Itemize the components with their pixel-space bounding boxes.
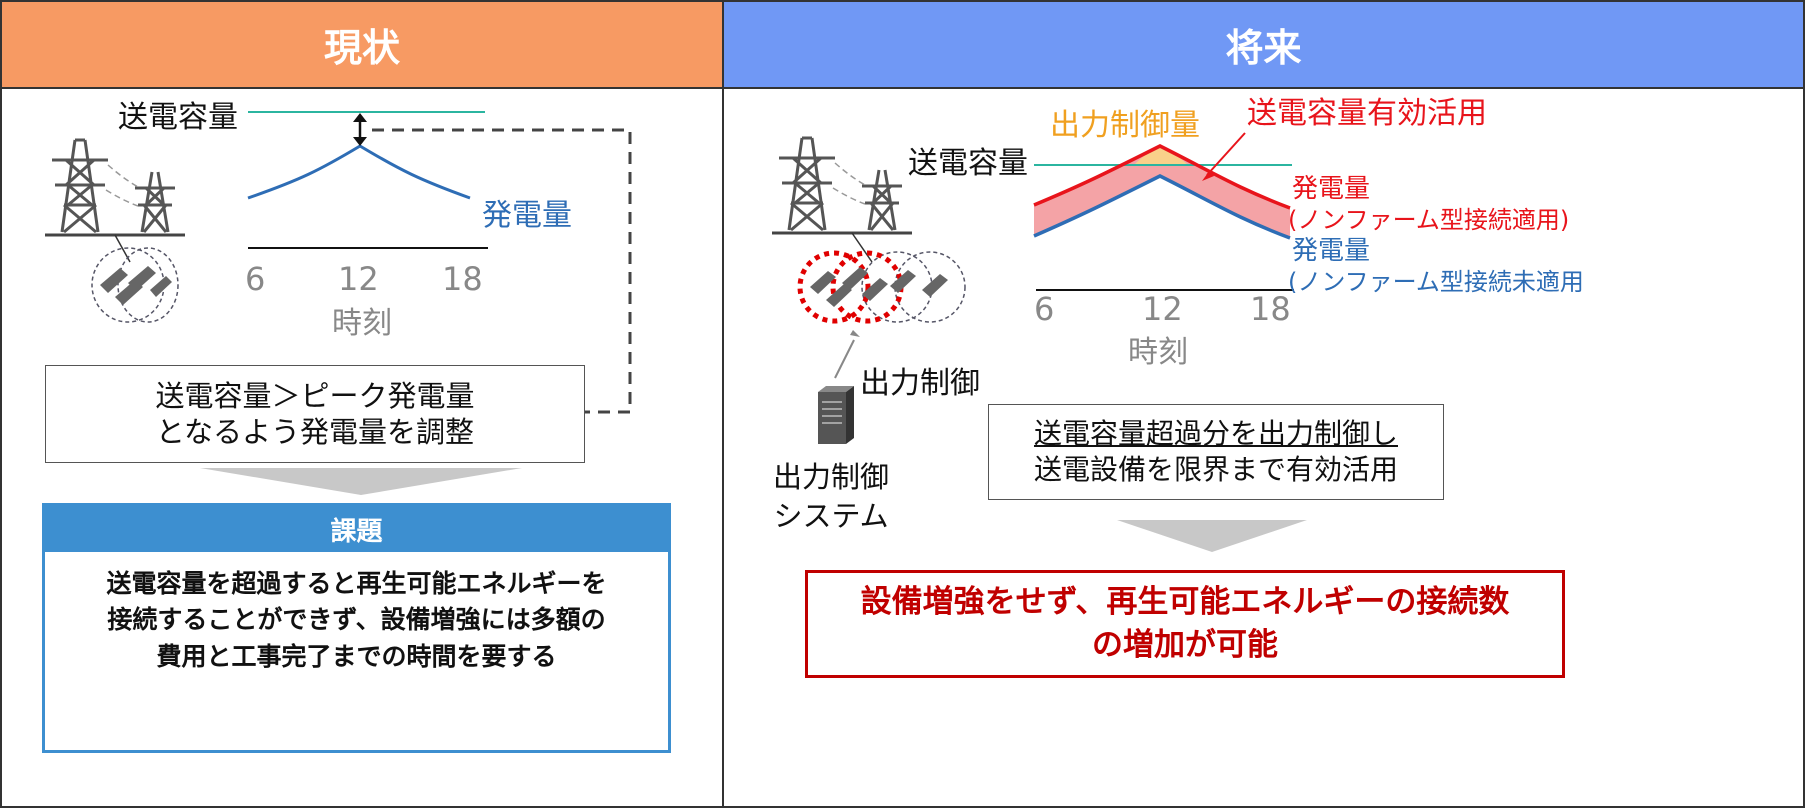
statement-line: 送電設備を限界まで有効活用 [1033, 453, 1398, 486]
system-line: システム [773, 499, 889, 534]
issue-line: 送電容量を超過すると再生可能エネルギーを [106, 569, 607, 598]
control-amount-label: 出力制御量 [1050, 108, 1200, 143]
time-axis-label: 時刻 [1128, 335, 1188, 370]
server-icon [818, 386, 854, 444]
gen-nonfirm-note: (ノンファーム型接続適用) [1288, 206, 1570, 234]
result-line: 設備増強をせず、再生可能エネルギーの接続数 [860, 583, 1510, 620]
capacity-label: 送電容量 [118, 100, 238, 135]
condition-line: となるよう発電量を調整 [155, 415, 475, 449]
capacity-label: 送電容量 [908, 146, 1028, 181]
generation-label: 発電量 [482, 198, 572, 233]
system-line: 出力制御 [773, 460, 890, 494]
system-label: 出力制御 システム [773, 458, 889, 536]
condition-line: 送電容量＞ピーク発電量 [155, 378, 475, 413]
future-header: 将来 [724, 2, 1803, 89]
tick-label: 18 [442, 260, 483, 298]
current-header: 現状 [2, 2, 722, 89]
current-diagram [45, 111, 632, 495]
gen-normal-note: (ノンファーム型接続未適用 [1288, 268, 1584, 296]
gen-nonfirm-label: 発電量 [1292, 174, 1371, 204]
solar-panel-icon [797, 250, 966, 324]
solar-panel-icon [91, 247, 179, 323]
output-control-label: 出力制御 [860, 366, 980, 401]
transmission-tower-icon [45, 138, 185, 237]
effective-use-label: 送電容量有効活用 [1247, 96, 1487, 131]
tick-label: 6 [245, 260, 266, 298]
issue-title: 課題 [45, 506, 668, 552]
tick-label: 18 [1250, 290, 1291, 328]
tick-label: 12 [1142, 290, 1183, 328]
tick-label: 12 [338, 260, 379, 298]
issue-line: 接続することができず、設備増強には多額の [107, 605, 606, 635]
future-diagram [772, 132, 1307, 552]
generation-curve [247, 144, 471, 200]
statement-box: 送電容量超過分を出力制御し 送電設備を限界まで有効活用 [988, 404, 1444, 500]
transmission-tower-icon [772, 136, 912, 235]
tick-label: 6 [1034, 290, 1055, 328]
issue-line: 費用と工事完了までの時間を要する [156, 641, 557, 671]
statement-line: 送電容量超過分を出力制御し [1033, 416, 1398, 450]
time-axis-label: 時刻 [332, 306, 392, 341]
gen-normal-label: 発電量 [1292, 236, 1371, 266]
result-line: の増加が可能 [1092, 627, 1278, 663]
excess-area [1134, 146, 1188, 165]
issue-box: 課題 送電容量を超過すると再生可能エネルギーを 接続することができず、設備増強に… [42, 503, 671, 753]
result-box: 設備増強をせず、再生可能エネルギーの接続数 の増加が可能 [805, 570, 1565, 678]
condition-box: 送電容量＞ピーク発電量 となるよう発電量を調整 [45, 365, 585, 463]
